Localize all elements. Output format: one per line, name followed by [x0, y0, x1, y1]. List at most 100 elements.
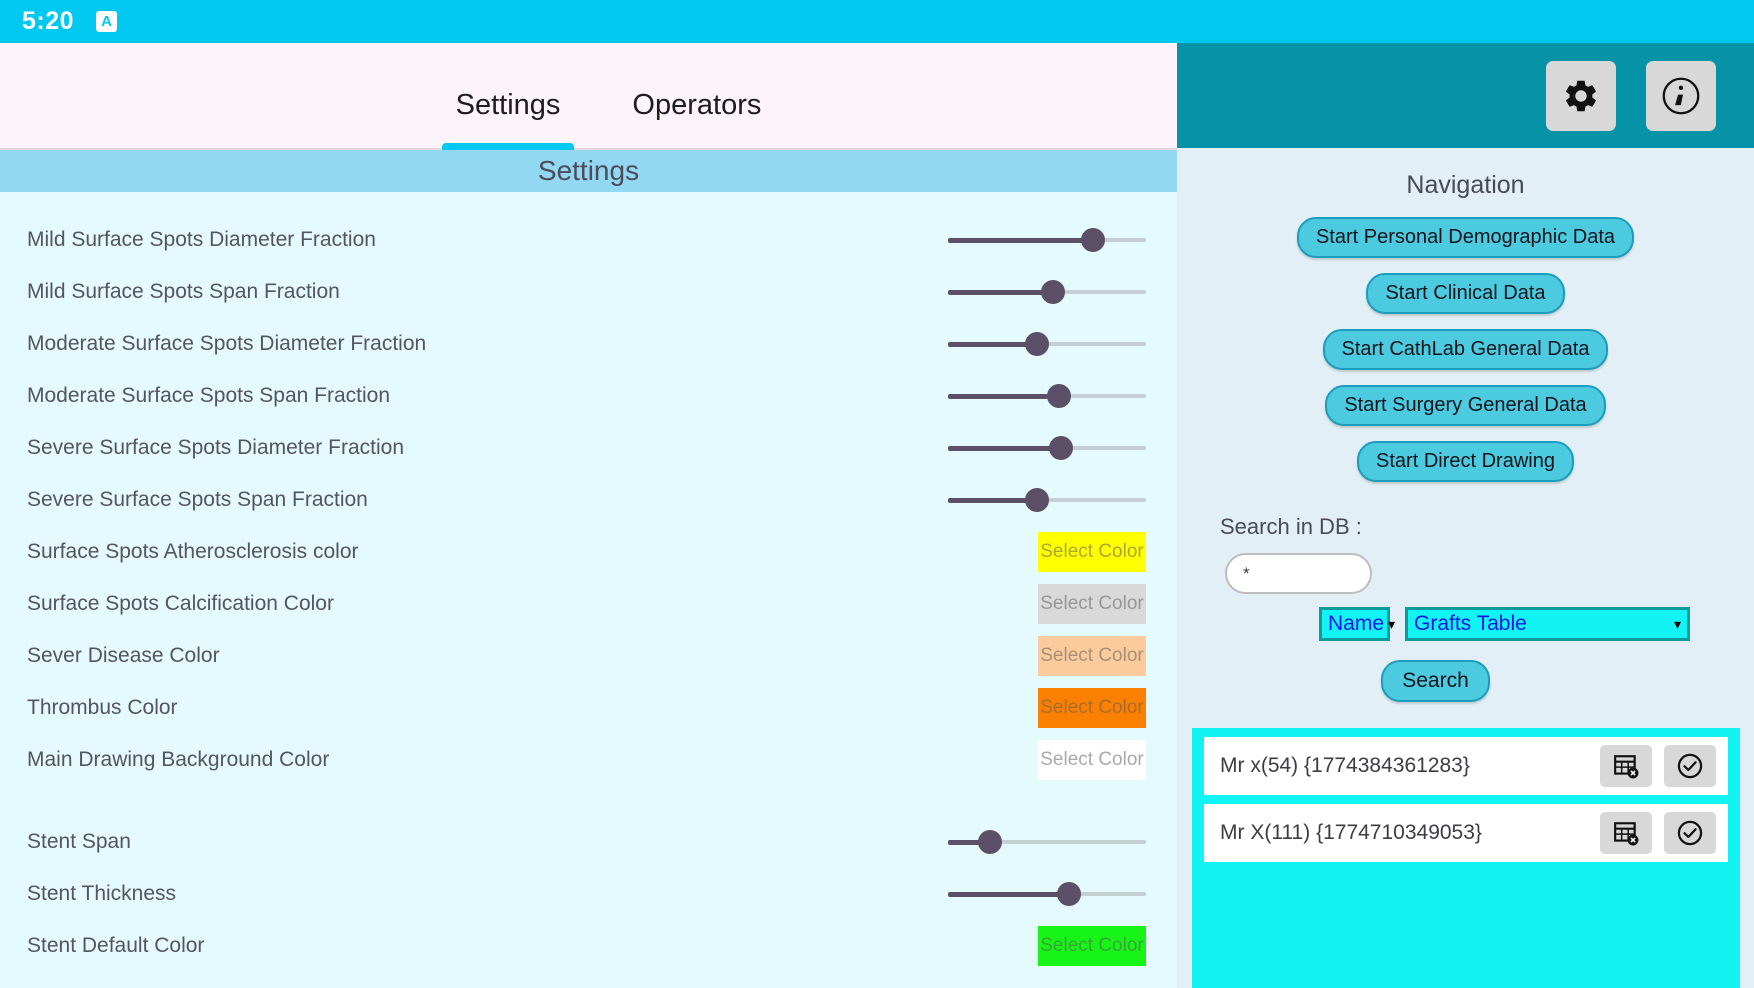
- navigation-pane: Navigation Start Personal Demographic Da…: [1177, 43, 1754, 988]
- settings-gear-button[interactable]: [1546, 60, 1616, 131]
- table-delete-icon: [1614, 755, 1639, 779]
- setting-row-main-bg-color: Main Drawing Background Color Select Col…: [0, 734, 1177, 786]
- tab-settings[interactable]: Settings: [441, 89, 575, 150]
- right-header-bar: [1177, 43, 1754, 148]
- slider-fill: [948, 498, 1038, 503]
- setting-row-stent-thickness: Stent Thickness: [0, 868, 1177, 920]
- nav-button-cathlab-general-data[interactable]: Start CathLab General Data: [1322, 329, 1609, 370]
- setting-label: Sever Disease Color: [27, 644, 220, 667]
- confirm-button[interactable]: [1664, 745, 1716, 787]
- setting-label: Stent Thickness: [27, 882, 177, 905]
- slider-track: [948, 840, 1146, 844]
- slider-fill: [948, 342, 1038, 347]
- slider-stent-span[interactable]: [948, 827, 1146, 857]
- notification-a-icon: A: [96, 11, 118, 32]
- settings-pane: Settings Operators Settings Mild Surface…: [0, 43, 1177, 988]
- main-split: Settings Operators Settings Mild Surface…: [0, 43, 1754, 988]
- setting-row-thrombus-color: Thrombus Color Select Color: [0, 682, 1177, 734]
- navigation-button-list: Start Personal Demographic Data Start Cl…: [1177, 217, 1754, 482]
- notification-a-letter: A: [101, 13, 112, 30]
- search-table-select[interactable]: Grafts Table ▾: [1405, 607, 1690, 641]
- setting-label: Moderate Surface Spots Span Fraction: [27, 384, 391, 407]
- table-delete-button[interactable]: [1600, 812, 1652, 854]
- navigation-title: Navigation: [1406, 171, 1525, 199]
- slider-moderate-surface-spots-diameter-fraction[interactable]: [948, 329, 1146, 359]
- slider-thumb[interactable]: [1025, 332, 1050, 356]
- table-delete-button[interactable]: [1600, 745, 1652, 787]
- setting-label: Stent Span: [27, 830, 131, 853]
- slider-thumb[interactable]: [1046, 384, 1071, 408]
- search-field-select-value: Name: [1328, 612, 1385, 635]
- slider-mild-surface-spots-span-fraction[interactable]: [948, 277, 1146, 307]
- status-bar: 5:20 A: [0, 0, 1754, 43]
- setting-label: Severe Surface Spots Span Fraction: [27, 488, 368, 511]
- info-button[interactable]: [1646, 60, 1716, 131]
- setting-row-stent-default-color: Stent Default Color Select Color: [0, 920, 1177, 972]
- select-color-button-main-background[interactable]: Select Color: [1038, 740, 1146, 780]
- slider-severe-surface-spots-span-fraction[interactable]: [948, 485, 1146, 515]
- check-circle-icon: [1677, 820, 1703, 846]
- setting-row-moderate-span: Moderate Surface Spots Span Fraction: [0, 370, 1177, 422]
- table-delete-icon: [1614, 822, 1639, 846]
- confirm-button[interactable]: [1664, 812, 1716, 854]
- slider-thumb[interactable]: [977, 830, 1002, 854]
- search-button[interactable]: Search: [1381, 660, 1490, 702]
- setting-label: Mild Surface Spots Span Fraction: [27, 280, 340, 303]
- result-row[interactable]: Mr X(111) {1774710349053}: [1204, 804, 1728, 862]
- setting-row-calcification-color: Surface Spots Calcification Color Select…: [0, 578, 1177, 630]
- setting-row-mild-diameter: Mild Surface Spots Diameter Fraction: [0, 214, 1177, 266]
- slider-thumb[interactable]: [1040, 280, 1065, 304]
- setting-row-severe-span: Severe Surface Spots Span Fraction: [0, 474, 1177, 526]
- select-color-button-atherosclerosis[interactable]: Select Color: [1038, 532, 1146, 572]
- setting-label: Main Drawing Background Color: [27, 748, 330, 771]
- chevron-down-icon: ▾: [1388, 616, 1396, 632]
- search-button-wrap: Search: [1177, 660, 1754, 702]
- setting-label: Severe Surface Spots Diameter Fraction: [27, 436, 404, 459]
- setting-row-atherosclerosis-color: Surface Spots Atherosclerosis color Sele…: [0, 526, 1177, 578]
- setting-label: Surface Spots Atherosclerosis color: [27, 540, 359, 563]
- slider-stent-thickness[interactable]: [948, 879, 1146, 909]
- setting-label: Thrombus Color: [27, 696, 178, 719]
- nav-button-personal-demographic-data[interactable]: Start Personal Demographic Data: [1296, 217, 1635, 258]
- slider-thumb[interactable]: [1080, 228, 1105, 252]
- nav-button-clinical-data[interactable]: Start Clinical Data: [1366, 273, 1565, 314]
- setting-row-severe-diameter: Severe Surface Spots Diameter Fraction: [0, 422, 1177, 474]
- setting-label: Stent Default Color: [27, 934, 205, 957]
- setting-label: Surface Spots Calcification Color: [27, 592, 334, 615]
- slider-moderate-surface-spots-span-fraction[interactable]: [948, 381, 1146, 411]
- slider-mild-surface-spots-diameter-fraction[interactable]: [948, 225, 1146, 255]
- tab-operators[interactable]: Operators: [632, 89, 762, 121]
- slider-fill: [948, 446, 1061, 451]
- check-circle-icon: [1677, 753, 1703, 779]
- result-row[interactable]: Mr x(54) {1774384361283}: [1204, 737, 1728, 795]
- search-field-select[interactable]: Name ▾: [1319, 607, 1395, 641]
- nav-button-direct-drawing[interactable]: Start Direct Drawing: [1357, 441, 1574, 482]
- setting-row-moderate-diameter: Moderate Surface Spots Diameter Fraction: [0, 318, 1177, 370]
- gear-icon: [1566, 80, 1596, 111]
- setting-label: Mild Surface Spots Diameter Fraction: [27, 228, 376, 251]
- search-selectors: Name ▾ Grafts Table ▾: [1319, 607, 1754, 641]
- select-color-button-calcification[interactable]: Select Color: [1038, 584, 1146, 624]
- slider-severe-surface-spots-diameter-fraction[interactable]: [948, 433, 1146, 463]
- setting-label: Moderate Surface Spots Diameter Fraction: [27, 332, 427, 355]
- slider-thumb[interactable]: [1056, 882, 1081, 906]
- info-icon: [1662, 77, 1700, 114]
- search-input[interactable]: [1225, 553, 1372, 594]
- settings-list: Mild Surface Spots Diameter Fraction Mil…: [0, 192, 1177, 988]
- slider-fill: [948, 238, 1093, 243]
- tab-bar: Settings Operators: [0, 43, 1177, 150]
- status-clock: 5:20: [22, 7, 75, 35]
- chevron-down-icon: ▾: [1673, 616, 1681, 632]
- select-color-button-thrombus[interactable]: Select Color: [1038, 688, 1146, 728]
- setting-row-stent-span: Stent Span: [0, 816, 1177, 868]
- search-results-list: Mr x(54) {1774384361283}: [1192, 728, 1740, 988]
- setting-row-mild-span: Mild Surface Spots Span Fraction: [0, 266, 1177, 318]
- nav-button-surgery-general-data[interactable]: Start Surgery General Data: [1325, 385, 1606, 426]
- select-color-button-sever-disease[interactable]: Select Color: [1038, 636, 1146, 676]
- select-color-button-stent-default[interactable]: Select Color: [1038, 926, 1146, 966]
- setting-row-sever-disease-color: Sever Disease Color Select Color: [0, 630, 1177, 682]
- slider-thumb[interactable]: [1048, 436, 1073, 460]
- result-label: Mr X(111) {1774710349053}: [1220, 821, 1482, 844]
- result-label: Mr x(54) {1774384361283}: [1220, 754, 1470, 777]
- slider-thumb[interactable]: [1025, 488, 1050, 512]
